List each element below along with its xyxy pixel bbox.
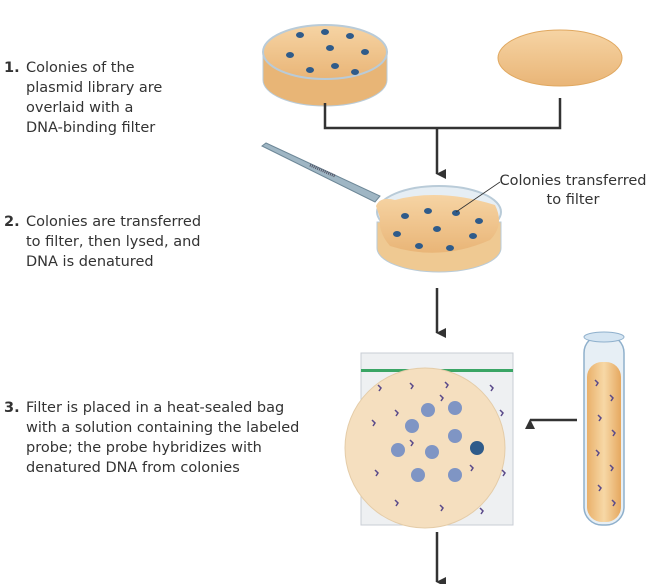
step-3-text: 3.Filter is placed in a heat-sealed bag … (4, 398, 299, 478)
dna-binding-filter (497, 29, 623, 87)
probe-test-tube (583, 331, 625, 526)
step-line: overlaid with a (26, 100, 134, 116)
step-1-text: 1. Colonies of the plasmid library are ov… (4, 58, 162, 138)
step-line: Filter is placed in a heat-sealed bag (26, 400, 285, 416)
petri-dish-colonies (262, 24, 388, 107)
colonies (286, 29, 369, 75)
step-line: DNA-binding filter (26, 120, 156, 136)
step-2-text: 2. Colonies are transferred to filter, th… (4, 212, 201, 272)
step-line: denatured DNA from colonies (26, 460, 240, 476)
callout-leader-line (455, 181, 501, 213)
step-line: DNA is denatured (26, 254, 154, 270)
step-line: Colonies of the (26, 60, 135, 76)
step-line: with a solution containing the labeled (26, 420, 300, 436)
step-line: Colonies are transferred (26, 214, 202, 230)
step-number: 2. (4, 214, 20, 230)
step-line: plasmid library are (26, 80, 163, 96)
step-number: 3. (4, 400, 20, 416)
step-number: 1. (4, 60, 20, 76)
callout-line: to filter (546, 192, 600, 208)
step-line: probe; the probe hybridizes with (26, 440, 262, 456)
step-line: to filter, then lysed, and (26, 234, 201, 250)
petri-dish-with-filter (376, 185, 502, 273)
heat-sealed-bag (344, 352, 514, 529)
callout-label: Colonies transferred to filter (493, 172, 653, 210)
probe-molecules (371, 381, 506, 515)
merge-arrow (323, 98, 562, 179)
tweezers-icon (261, 142, 381, 203)
callout-line: Colonies transferred (499, 173, 647, 189)
